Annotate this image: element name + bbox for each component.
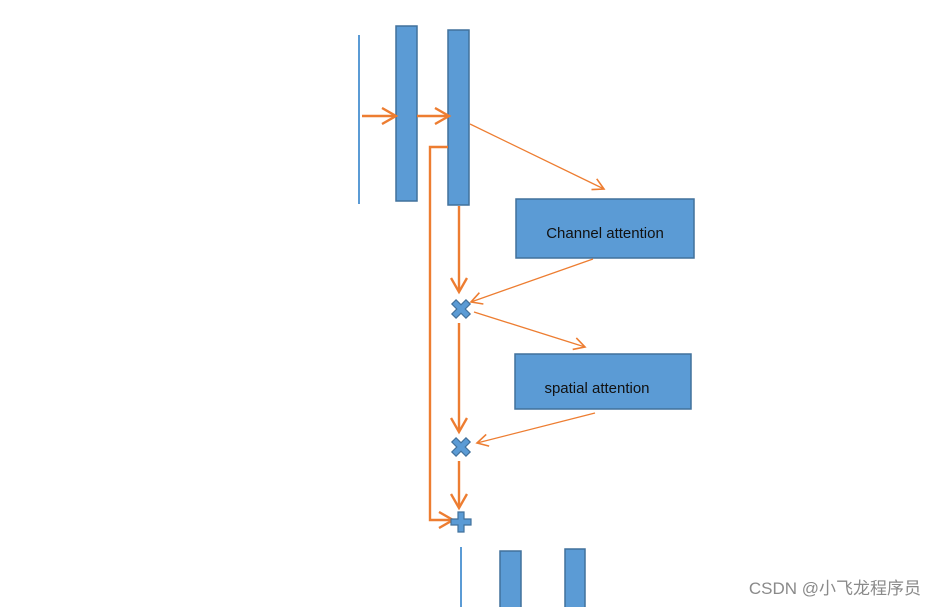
channel-attention-block (515, 198, 695, 259)
spatial-attention-label: spatial attention (544, 380, 649, 397)
spatial-attention-output-arrow (475, 412, 596, 447)
output-feature-bar-2 (564, 548, 586, 607)
channel-attention-label: Channel attention (546, 225, 664, 242)
multiply-icon-1 (450, 298, 472, 320)
add-icon (450, 511, 472, 533)
residual-skip-path (428, 145, 453, 520)
arrow-to-channel-attention (469, 123, 606, 191)
feature-map-bar-2 (447, 29, 470, 206)
feature-map-bar-1 (395, 25, 418, 202)
channel-attention-output-arrow (469, 258, 594, 305)
output-feature-bar-1 (499, 550, 522, 607)
arrow-to-spatial-attention (473, 311, 587, 351)
multiply-icon-2 (450, 436, 472, 458)
spatial-attention-block (514, 353, 692, 410)
csdn-watermark: CSDN @小飞龙程序员 (748, 579, 921, 598)
